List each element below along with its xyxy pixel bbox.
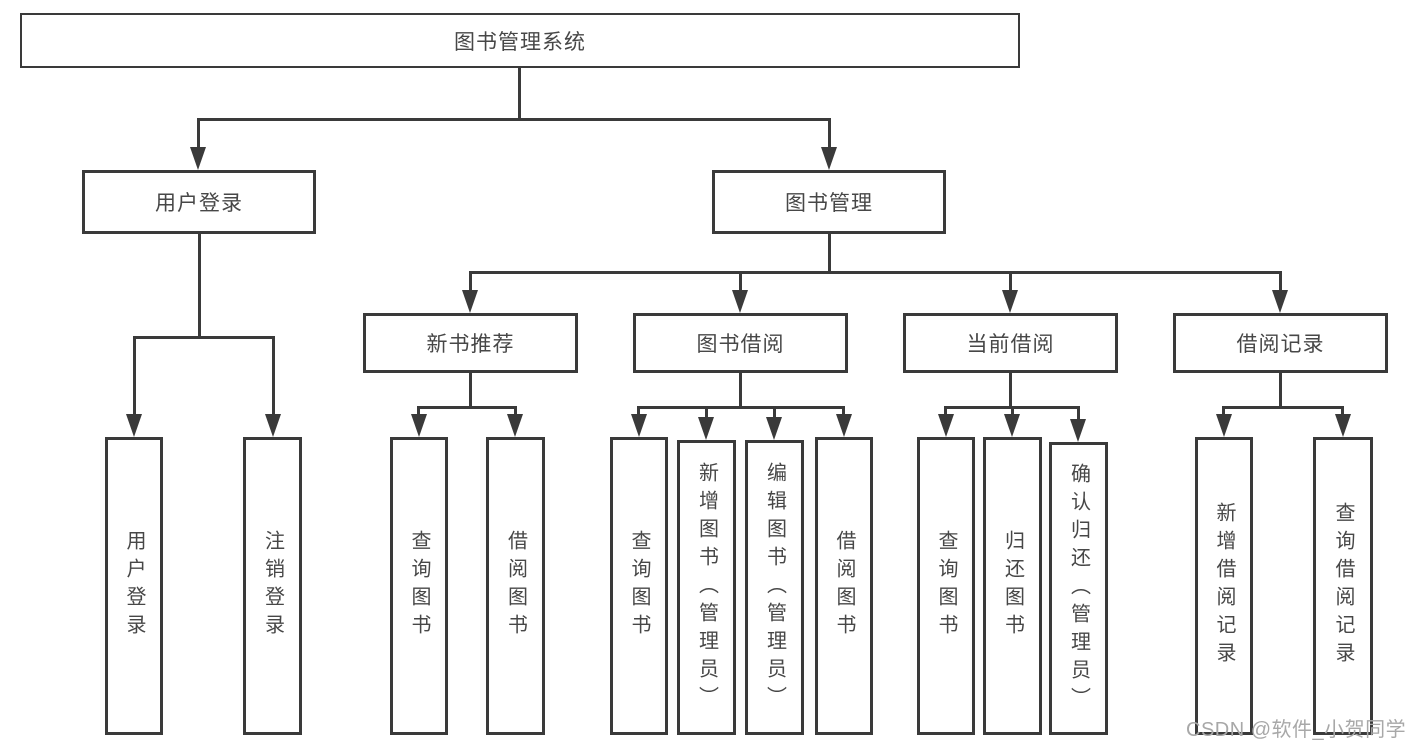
leaf-logout: 注销登录 — [243, 437, 302, 735]
leaf-newbook-borrow-label: 借阅图书 — [504, 530, 527, 642]
leaf-current-query: 查询图书 — [917, 437, 975, 735]
arrow-down-icon — [1004, 414, 1020, 437]
leaf-logout-label: 注销登录 — [261, 530, 284, 642]
leaf-current-return: 归还图书 — [983, 437, 1042, 735]
arrow-down-icon — [190, 147, 206, 170]
connector-newbook-rail — [417, 406, 517, 409]
connector-currentborrow-drop — [1009, 373, 1012, 408]
connector-bookborrow-rail — [637, 406, 845, 409]
node-root-label: 图书管理系统 — [454, 30, 586, 54]
connector-stem — [1279, 271, 1282, 294]
connector-root-drop — [518, 68, 521, 120]
connector-stem — [842, 406, 845, 416]
node-book-mgmt-label: 图书管理 — [785, 192, 873, 215]
leaf-current-return-label: 归还图书 — [1001, 530, 1024, 642]
arrow-down-icon — [631, 414, 647, 437]
connector-borrowrecords-drop — [1279, 373, 1282, 408]
arrow-down-icon — [507, 414, 523, 437]
node-current-borrow: 当前借阅 — [903, 313, 1118, 373]
arrow-down-icon — [766, 417, 782, 440]
arrow-down-icon — [698, 417, 714, 440]
connector-stem — [133, 336, 136, 416]
connector-stem — [944, 406, 947, 416]
leaf-newbook-query-label: 查询图书 — [408, 530, 430, 642]
leaf-user-login-label: 用户登录 — [123, 530, 145, 642]
node-book-mgmt: 图书管理 — [712, 170, 946, 234]
node-user-login-label: 用户登录 — [155, 192, 243, 215]
arrow-down-icon — [732, 290, 748, 313]
node-root: 图书管理系统 — [20, 13, 1020, 68]
arrow-down-icon — [1002, 290, 1018, 313]
leaf-newbook-borrow: 借阅图书 — [486, 437, 545, 735]
leaf-record-add-label: 新增借阅记录 — [1213, 502, 1235, 670]
leaf-borrow-query-label: 查询图书 — [628, 530, 650, 642]
connector-stem — [637, 406, 640, 416]
arrow-down-icon — [411, 414, 427, 437]
node-book-borrow-label: 图书借阅 — [696, 333, 785, 356]
leaf-record-query-label: 查询借阅记录 — [1332, 502, 1354, 670]
leaf-borrow-add-label: 新增图书（管理员） — [695, 461, 718, 714]
node-user-login: 用户登录 — [82, 170, 316, 234]
leaf-newbook-query: 查询图书 — [390, 437, 448, 735]
connector-stem — [773, 406, 776, 419]
connector-stem — [272, 336, 275, 416]
connector-stem — [739, 271, 742, 294]
connector-stem — [469, 271, 472, 294]
connector-stem — [197, 118, 200, 150]
node-new-book-rec-label: 新书推荐 — [426, 333, 515, 356]
connector-stem — [1222, 406, 1225, 416]
csdn-watermark: CSDN @软件_小贺同学 — [1186, 719, 1405, 741]
arrow-down-icon — [1272, 290, 1288, 313]
connector-stem — [705, 406, 708, 419]
arrow-down-icon — [1070, 419, 1086, 442]
connector-stem — [417, 406, 420, 416]
arrow-down-icon — [938, 414, 954, 437]
leaf-borrow-add: 新增图书（管理员） — [677, 440, 736, 735]
connector-level2-rail — [197, 118, 831, 121]
connector-stem — [514, 406, 517, 416]
connector-stem — [1341, 406, 1344, 416]
node-book-borrow: 图书借阅 — [633, 313, 848, 373]
leaf-current-confirm-label: 确认归还（管理员） — [1067, 462, 1090, 715]
arrow-down-icon — [836, 414, 852, 437]
leaf-borrow-borrow-label: 借阅图书 — [833, 530, 855, 642]
connector-stem — [1009, 271, 1012, 294]
connector-stem — [1077, 406, 1080, 421]
arrow-down-icon — [1335, 414, 1351, 437]
node-borrow-records: 借阅记录 — [1173, 313, 1388, 373]
connector-bookmgmt-drop — [828, 234, 831, 274]
arrow-down-icon — [821, 147, 837, 170]
connector-userlogin-drop — [198, 234, 201, 339]
leaf-borrow-edit-label: 编辑图书（管理员） — [763, 461, 786, 714]
arrow-down-icon — [1216, 414, 1232, 437]
connector-stem — [1011, 406, 1014, 416]
connector-level3-rail — [469, 271, 1282, 274]
connector-stem — [828, 118, 831, 150]
node-new-book-rec: 新书推荐 — [363, 313, 578, 373]
leaf-borrow-query: 查询图书 — [610, 437, 668, 735]
connector-borrowrecords-rail — [1222, 406, 1344, 409]
leaf-record-add: 新增借阅记录 — [1195, 437, 1253, 735]
arrow-down-icon — [265, 414, 281, 437]
connector-userlogin-rail — [133, 336, 275, 339]
node-current-borrow-label: 当前借阅 — [966, 333, 1055, 356]
connector-bookborrow-drop — [739, 373, 742, 408]
leaf-current-confirm: 确认归还（管理员） — [1049, 442, 1108, 735]
connector-newbook-drop — [469, 373, 472, 408]
leaf-borrow-borrow: 借阅图书 — [815, 437, 873, 735]
arrow-down-icon — [462, 290, 478, 313]
leaf-record-query: 查询借阅记录 — [1313, 437, 1373, 735]
arrow-down-icon — [126, 414, 142, 437]
leaf-current-query-label: 查询图书 — [935, 530, 957, 642]
node-borrow-records-label: 借阅记录 — [1236, 333, 1325, 356]
leaf-user-login: 用户登录 — [105, 437, 163, 735]
leaf-borrow-edit: 编辑图书（管理员） — [745, 440, 804, 735]
